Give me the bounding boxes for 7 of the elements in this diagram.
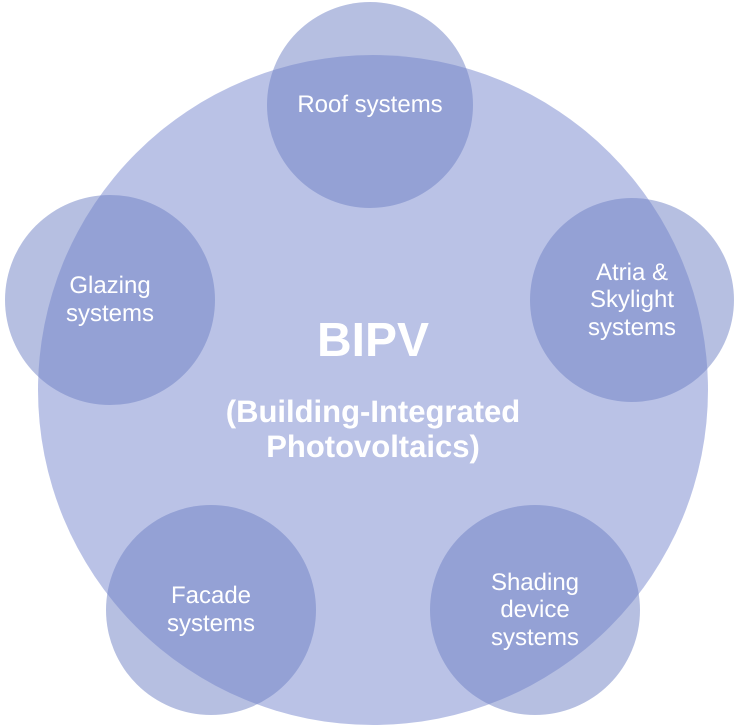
circle-label: Facade systems: [166, 582, 256, 638]
circle-label: Glazing systems: [64, 272, 155, 328]
circle-subtitle: (Building-Integrated Photovoltaics): [224, 394, 522, 466]
circle-label: Shading device systems: [490, 568, 580, 652]
circle-title: BIPV: [316, 314, 430, 368]
circle-label: Roof systems: [296, 91, 444, 119]
circle-label: Atria & Skylight systems: [586, 258, 677, 342]
